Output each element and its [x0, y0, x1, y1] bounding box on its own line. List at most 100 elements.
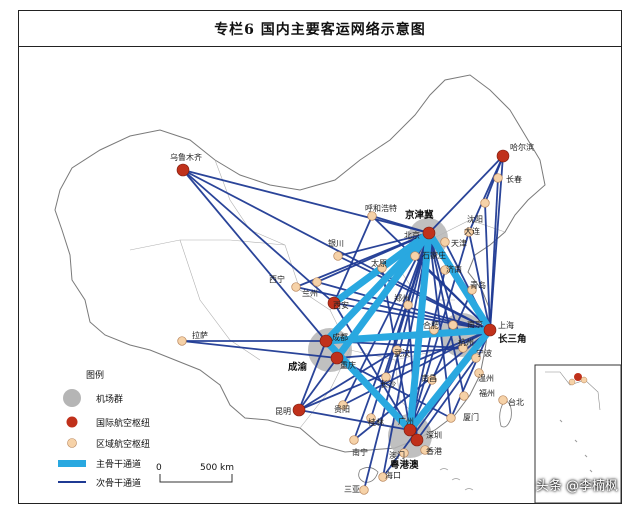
legend-cluster-label: 机场群	[96, 393, 123, 405]
regional-hub-tianjin	[440, 237, 450, 247]
city-label-dalian: 大连	[464, 226, 480, 236]
city-label-hefei: 合肥	[423, 320, 439, 330]
legend-regional-label: 区域航空枢纽	[96, 438, 150, 450]
regional-hub-lanzhou	[312, 277, 322, 287]
legend-cluster-symbol	[63, 389, 81, 407]
secondary-route	[416, 357, 477, 441]
legend: 图例 机场群 国际航空枢纽 区域航空枢纽 主骨干通道 次骨干通道	[58, 369, 150, 489]
international-hub-harbin	[496, 149, 510, 163]
city-label-shanghai: 上海	[498, 320, 514, 330]
regional-hub-xiamen	[446, 413, 456, 423]
city-label-lhasa: 拉萨	[192, 330, 208, 340]
city-label-wuhan: 武汉	[394, 348, 410, 358]
regional-hub-shenyang	[480, 198, 490, 208]
city-label-nanchang: 南昌	[421, 373, 437, 383]
regional-hub-changchun	[493, 173, 503, 183]
international-hub-chongqing	[330, 351, 344, 365]
city-label-wenzhou: 温州	[478, 374, 494, 383]
regional-hub-shijiazhuang	[410, 251, 420, 261]
city-label-taibei: 台北	[508, 397, 524, 407]
scale-value: 500 km	[200, 463, 234, 473]
city-label-yinchuan: 银川	[328, 238, 344, 248]
legend-international-label: 国际航空枢纽	[96, 417, 150, 429]
secondary-route	[337, 232, 430, 257]
regional-hub-wenzhou	[474, 368, 484, 378]
labels-layer: 乌鲁木齐哈尔滨北京上海成都重庆西安昆明广州深圳长春沈阳大连天津呼和浩特银川太原石…	[170, 142, 534, 494]
city-label-guiyang: 贵阳	[334, 404, 350, 414]
legend-trunk-label: 主骨干通道	[96, 458, 141, 470]
trunk-route	[406, 326, 494, 434]
international-hub-urumqi	[176, 163, 190, 177]
international-hub-kunming	[292, 403, 306, 417]
regional-hub-yinchuan	[333, 251, 343, 261]
international-hub-xian	[327, 296, 341, 310]
regional-hub-taiyuan	[377, 263, 387, 273]
regional-hub-taibei	[498, 395, 508, 405]
secondary-route	[182, 169, 430, 234]
regional-hub-huhehaote	[367, 211, 377, 221]
regional-hub-guiyang	[338, 400, 348, 410]
secondary-route	[298, 340, 327, 411]
regional-hub-zhengzhou	[403, 300, 413, 310]
secondary-route	[409, 289, 473, 431]
secondary-route	[450, 329, 491, 419]
city-label-fuzhou: 福州	[479, 389, 495, 398]
hubs-layer	[176, 149, 510, 495]
city-label-changchun: 长春	[506, 174, 522, 184]
city-label-ningbo: 宁波	[476, 348, 492, 358]
secondary-route	[382, 232, 430, 478]
watermark: 头条 @李楠枫	[535, 479, 618, 494]
secondary-route	[363, 232, 430, 491]
legend-heading: 图例	[86, 369, 104, 381]
regional-hub-aomen	[399, 448, 409, 458]
secondary-route	[468, 231, 491, 331]
secondary-route	[182, 169, 491, 331]
secondary-route	[428, 155, 504, 234]
trunk-route	[425, 229, 494, 334]
city-label-qingdao: 青岛	[470, 280, 486, 290]
regional-hub-hefei	[429, 325, 439, 335]
cluster-label-jjj: 京津冀	[405, 209, 434, 221]
secondary-route	[295, 286, 491, 331]
city-label-shenyang: 沈阳	[467, 214, 483, 224]
city-label-taiyuan: 太原	[371, 258, 387, 268]
regional-hub-sanya	[359, 485, 369, 495]
secondary-route	[484, 202, 491, 331]
regional-hub-lhasa	[177, 336, 187, 346]
city-label-chongqing: 重庆	[340, 360, 356, 370]
international-hub-guangzhou	[403, 423, 417, 437]
city-label-xining: 西宁	[269, 274, 285, 284]
city-label-xian: 西安	[333, 300, 349, 310]
south-sea-islands	[439, 468, 474, 491]
scale-bar: 0 500 km	[156, 463, 234, 483]
regional-hub-hangzhou	[458, 343, 468, 353]
city-label-beijing: 北京	[404, 230, 420, 240]
legend-international-symbol	[66, 416, 78, 428]
regional-hub-haikou	[378, 472, 388, 482]
city-label-kunming: 昆明	[275, 407, 291, 416]
city-label-xiamen: 厦门	[463, 412, 479, 422]
secondary-route	[371, 215, 491, 331]
regional-hub-changsha	[381, 372, 391, 382]
city-label-lanzhou: 兰州	[302, 288, 318, 298]
international-hub-shanghai	[483, 323, 497, 337]
country-outline	[54, 74, 546, 453]
city-label-changsha: 长沙	[380, 379, 396, 389]
regional-hub-nanning	[349, 435, 359, 445]
secondary-route	[468, 155, 504, 233]
legend-trunk-symbol	[58, 460, 86, 467]
legend-regional-symbol	[67, 438, 77, 448]
city-label-nanjing: 南京	[467, 319, 483, 329]
international-hub-chengdu	[319, 334, 333, 348]
city-label-zhengzhou: 郑州	[394, 293, 410, 303]
regional-hub-dalian	[464, 227, 474, 237]
city-label-hangzhou: 杭州	[458, 337, 474, 347]
city-label-jinan: 济南	[446, 264, 462, 274]
cluster-label-csj: 长三角	[498, 333, 527, 345]
secondary-route	[298, 409, 411, 431]
secondary-route	[316, 232, 430, 283]
city-label-tianjin: 天津	[451, 238, 467, 248]
regional-hub-ningbo	[471, 353, 481, 363]
city-label-shenzhen: 深圳	[426, 430, 442, 440]
